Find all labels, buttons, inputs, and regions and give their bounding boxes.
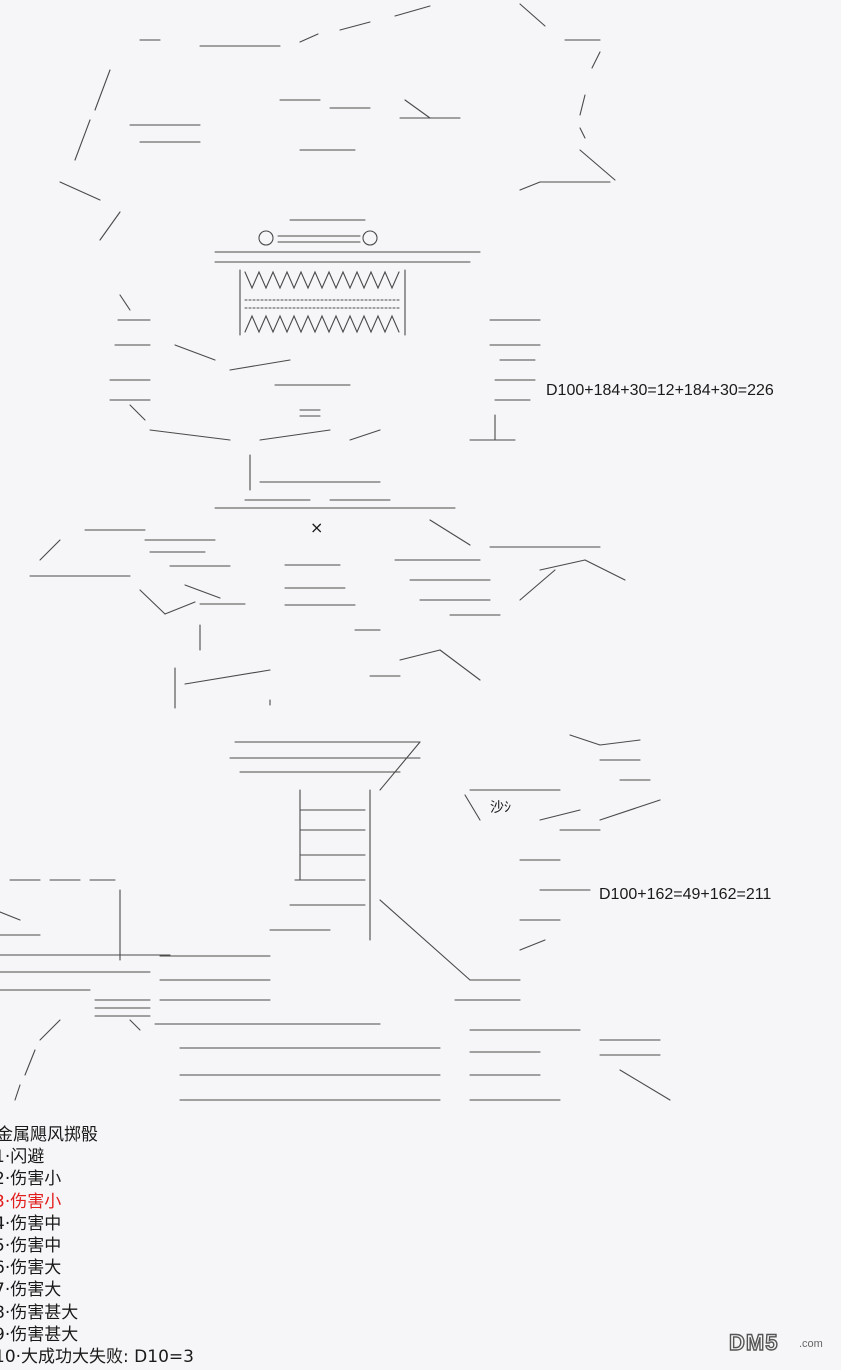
dice-legend: 金属飓风掷骰 1·闪避 2·伤害小 3·伤害小 4·伤害中 5·伤害中 6·伤害… [0, 1124, 194, 1368]
dice-roll-result-1: D100+184+30=12+184+30=226 [546, 382, 774, 399]
legend-item: 10·大成功大失败: D10=3 [0, 1346, 194, 1367]
legend-item: 4·伤害中 [0, 1213, 62, 1234]
torso [174, 564, 481, 709]
right-arm [469, 319, 541, 441]
collar [214, 454, 456, 509]
legend-item: 9·伤害甚大 [0, 1324, 79, 1345]
left-arm [109, 294, 231, 441]
hat-band [129, 99, 461, 151]
legend-title: 金属飓风掷骰 [0, 1125, 98, 1145]
legend-item: 1·闪避 [0, 1147, 45, 1168]
lower-figure-coat [229, 741, 421, 941]
sword-cross-mark: × [310, 518, 323, 537]
legend-item: 6·伤害大 [0, 1258, 62, 1279]
speech-bubble-text: 沙ｼ [490, 800, 511, 816]
legend-item-highlighted: 3·伤害小 [0, 1191, 62, 1212]
lower-left-structures [0, 879, 171, 1101]
site-watermark-logo: DM5 .com [728, 1329, 829, 1356]
right-wing [394, 519, 626, 616]
dice-roll-result-2: D100+162=49+162=211 [599, 886, 772, 903]
watermark-suffix: .com [799, 1338, 823, 1350]
legend-item: 5·伤害中 [0, 1235, 62, 1256]
lower-figure-base [154, 899, 671, 1101]
legend-item: 7·伤害大 [0, 1280, 62, 1301]
legend-item: 2·伤害小 [0, 1169, 62, 1190]
teeth-upper [239, 269, 406, 336]
teeth-lower [244, 299, 401, 334]
legend-item: 8·伤害甚大 [0, 1302, 79, 1323]
left-wing [29, 529, 246, 615]
chin [229, 359, 381, 441]
hat-brim-lines [59, 3, 616, 241]
watermark-brand: DM5 [728, 1329, 779, 1355]
ascii-art-illustration: 沙ｼ × [0, 3, 671, 1101]
goggles [214, 219, 481, 263]
right-creature [464, 734, 661, 951]
